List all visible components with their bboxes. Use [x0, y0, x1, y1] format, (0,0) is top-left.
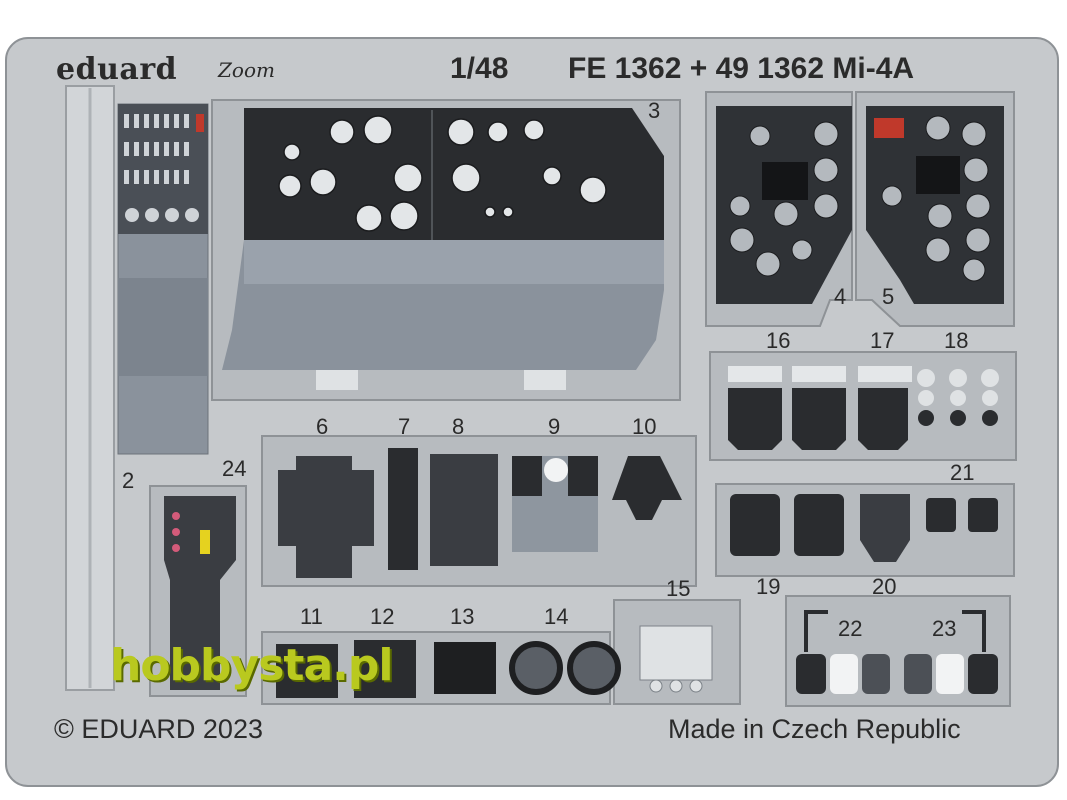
part-number-24: 24 — [222, 456, 247, 481]
part-4-panel — [705, 91, 853, 327]
parts-11-15-group — [261, 599, 741, 705]
scale-label: 1/48 — [450, 52, 509, 85]
part-24-panel — [149, 485, 247, 697]
part-number-13: 13 — [450, 604, 475, 629]
part-number-15: 15 — [666, 576, 691, 601]
part-number-19: 19 — [756, 574, 781, 599]
part-number-20: 20 — [872, 574, 897, 599]
brand-logo: eduard — [56, 52, 178, 87]
product-code: FE 1362 + 49 1362 Mi-4A — [568, 52, 915, 85]
part-number-10: 10 — [632, 414, 657, 439]
part-number-16: 16 — [766, 328, 791, 353]
part-number-14: 14 — [544, 604, 569, 629]
part-number-5: 5 — [882, 284, 895, 309]
part-number-18: 18 — [944, 328, 969, 353]
part-number-21: 21 — [950, 460, 975, 485]
part-number-17: 17 — [870, 328, 895, 353]
part-number-11: 11 — [300, 604, 323, 629]
part-number-3: 3 — [648, 98, 661, 123]
part-number-6: 6 — [316, 414, 329, 439]
part-number-9: 9 — [548, 414, 561, 439]
parts-22-23-group — [785, 595, 1011, 707]
zoom-logo: Zoom — [218, 58, 275, 82]
hobbysta-watermark: hobbysta.pl — [110, 640, 393, 691]
part-number-4: 4 — [834, 284, 847, 309]
parts-19-21-group — [715, 483, 1015, 577]
part-number-23: 23 — [932, 616, 957, 641]
part-number-22: 22 — [838, 616, 863, 641]
parts-16-18-group — [709, 351, 1017, 461]
origin-text: Made in Czech Republic — [668, 714, 961, 744]
part-3-main-panel — [211, 99, 681, 401]
part-5-panel — [855, 91, 1015, 327]
copyright-text: © EDUARD 2023 — [54, 714, 263, 744]
part-number-8: 8 — [452, 414, 465, 439]
part-2-panel — [117, 103, 209, 455]
part-number-12: 12 — [370, 604, 395, 629]
part-number-2: 2 — [122, 468, 135, 493]
part-number-7: 7 — [398, 414, 411, 439]
parts-6-10-group — [261, 435, 697, 587]
